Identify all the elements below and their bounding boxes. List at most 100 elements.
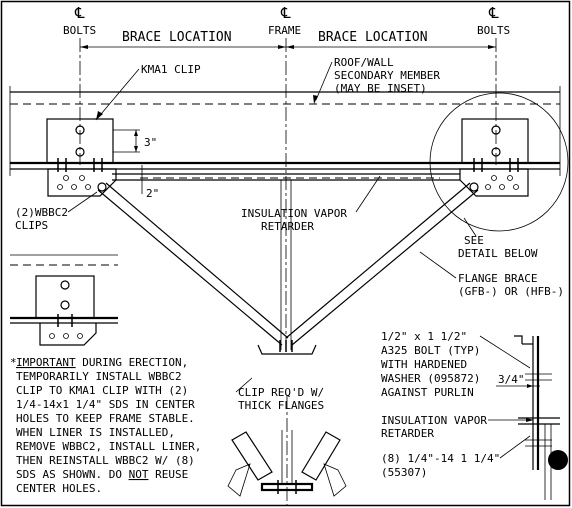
dim-arrow [488, 45, 496, 49]
hatched-anchor [548, 450, 568, 470]
note-line-3: CLIP TO KMA1 CLIP WITH (2) [16, 384, 188, 397]
leader-arrow [526, 418, 534, 422]
note-not: NOT [129, 468, 149, 481]
screw-hole [57, 184, 63, 190]
clip-req-label-1: CLIP REQ'D W/ [238, 386, 324, 399]
dim-2-label: 2" [146, 187, 159, 200]
dim-arrow [134, 146, 138, 152]
screw-hole [499, 184, 505, 190]
note-line-1: IMPORTANT DURING ERECTION, [16, 356, 188, 369]
detail-callout-circle [429, 92, 569, 232]
note-line-9: SDS AS SHOWN. DO NOT REUSE [16, 468, 188, 481]
dim-arrow [527, 384, 533, 388]
bolts-label-right: BOLTS [477, 24, 510, 37]
bolt-spec-leader [479, 335, 531, 369]
dim-34-label: 3/4" [498, 373, 525, 386]
note-line-9-b: REUSE [148, 468, 188, 481]
brace-connection-bolts [279, 340, 293, 352]
insulation-leader [355, 175, 381, 213]
frame-label: FRAME [268, 24, 301, 37]
brace-location-left: BRACE LOCATION [122, 30, 232, 45]
screw-hole [79, 175, 85, 181]
bolt-spec-4: WASHER (095872) [381, 372, 480, 385]
screw-hole [507, 175, 513, 181]
brace-location-right: BRACE LOCATION [318, 30, 428, 45]
small-clip-detail [10, 254, 118, 346]
kma1-clip-label: KMA1 CLIP [141, 63, 201, 76]
note-line-5: HOLES TO KEEP FRAME STABLE. [16, 412, 195, 425]
flange-brace-leader [419, 251, 457, 279]
flange-brace-label-2: (GFB-) OR (HFB-) [458, 285, 564, 298]
screw-hole [63, 175, 69, 181]
clip-req-label-2: THICK FLANGES [238, 399, 324, 412]
roof-wall-label-3: (MAY BE INSET) [334, 82, 427, 95]
screw-hole [85, 184, 91, 190]
roof-wall-label-2: SECONDARY MEMBER [334, 69, 440, 82]
leader-arrow [313, 95, 318, 104]
screw-hole [71, 184, 77, 190]
cl-symbol-frame: ℄ [280, 4, 291, 22]
bolt-hole [75, 125, 85, 135]
dim-3-label: 3" [144, 136, 157, 149]
sds-spec-1: (8) 1/4"-14 1 1/4" [381, 452, 500, 465]
note-line-6: WHEN LINER IS INSTALLED, [16, 426, 175, 439]
cl-symbol-right: ℄ [488, 4, 499, 22]
sds-spec-2: (55307) [381, 466, 427, 479]
frame-bottom-flange [257, 344, 317, 355]
cl-symbol-left: ℄ [74, 4, 85, 22]
bolt-spec-5: AGAINST PURLIN [381, 386, 474, 399]
purlin-section-detail [514, 335, 568, 500]
wbbc2-label-2: CLIPS [15, 219, 48, 232]
wbbc2-label-1: (2)WBBC2 [15, 206, 68, 219]
see-leader [463, 217, 477, 237]
thick-flange-detail [227, 395, 347, 505]
note-line-10: CENTER HOLES. [16, 482, 102, 495]
bolt-hole [75, 147, 85, 157]
screw-hole [513, 184, 519, 190]
bolt-spec-1: 1/2" x 1 1/2" [381, 330, 467, 343]
dim-arrow [134, 130, 138, 136]
note-line-1-rest: DURING ERECTION, [76, 356, 189, 369]
kma1-leader [95, 68, 140, 121]
bolt-hole [491, 147, 501, 157]
note-line-7: REMOVE WBBC2, INSTALL LINER, [16, 440, 201, 453]
insulation-label-2: RETARDER [261, 220, 314, 233]
brace-bolt-right [469, 182, 479, 192]
dim-arrow [80, 45, 88, 49]
roof-wall-leader [315, 61, 333, 101]
note-line-8: THEN REINSTALL WBBC2 W/ (8) [16, 454, 195, 467]
dim-arrow [278, 45, 286, 49]
note-important: IMPORTANT [16, 356, 76, 369]
screw-hole [485, 184, 491, 190]
flange-brace-label-1: FLANGE BRACE [458, 272, 537, 285]
bolts-label-left: BOLTS [63, 24, 96, 37]
flange-brace-left [97, 182, 289, 346]
flange-brace-right [285, 182, 479, 346]
bolt-spec-2: A325 BOLT (TYP) [381, 344, 480, 357]
brace-bolt-left [97, 182, 107, 192]
sds-leader [499, 435, 531, 459]
leader-arrow [96, 111, 103, 120]
wbbc2-clip-left [47, 168, 117, 197]
kma1-clip-left [46, 118, 114, 164]
note-line-2: TEMPORARILY INSTALL WBBC2 [16, 370, 182, 383]
dim-arrow [286, 45, 294, 49]
note-line-9-a: SDS AS SHOWN. DO [16, 468, 129, 481]
bolt-ticks-left [57, 158, 103, 172]
insulation2-label-2: RETARDER [381, 427, 434, 440]
note-star: * [10, 356, 17, 369]
wbbc2-leader [67, 191, 98, 213]
detail-below-label: DETAIL BELOW [458, 247, 538, 260]
note-line-4: 1/4-14x1 1/4" SDS IN CENTER [16, 398, 195, 411]
bolt-spec-3: WITH HARDENED [381, 358, 467, 371]
kma1-clip-right [461, 118, 529, 164]
screw-hole [491, 175, 497, 181]
roof-wall-label-1: ROOF/WALL [334, 56, 394, 69]
bolt-ticks-right [473, 158, 519, 172]
wbbc2-clip-right [459, 168, 529, 197]
clip-req-leader [235, 377, 253, 393]
bolt-hole [491, 125, 501, 135]
insulation-label-1: INSULATION VAPOR [241, 207, 347, 220]
